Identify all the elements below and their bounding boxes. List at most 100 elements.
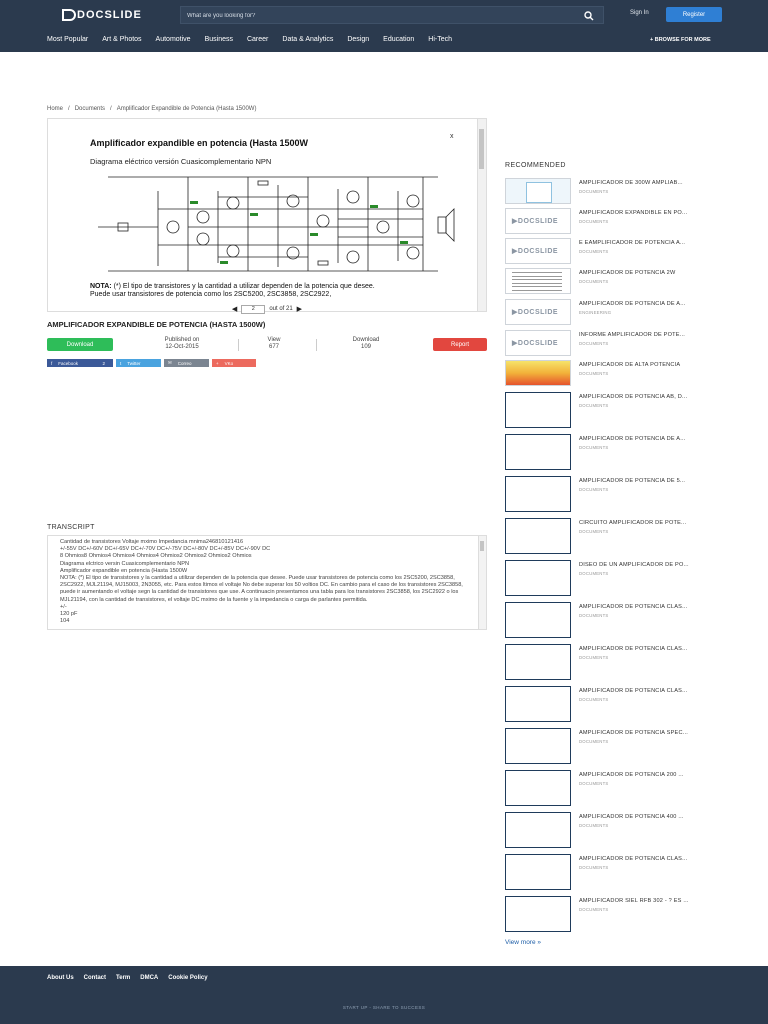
recommended-thumbnail[interactable] <box>505 268 571 294</box>
transcript-box[interactable]: Cantidad de transistores Voltaje mximo I… <box>47 535 487 630</box>
recommended-thumbnail[interactable] <box>505 392 571 428</box>
breadcrumb-home[interactable]: Home <box>47 106 64 112</box>
recommended-title[interactable]: DISEO DE UN AMPLIFICADOR DE PO... <box>579 562 689 568</box>
footer-link-about[interactable]: About Us <box>47 975 74 981</box>
report-button[interactable]: Report <box>433 338 487 351</box>
recommended-thumbnail[interactable] <box>505 518 571 554</box>
nav-item-hi-tech[interactable]: Hi-Tech <box>428 36 453 43</box>
recommended-thumbnail[interactable]: ▶DOCSLIDE <box>505 330 571 356</box>
recommended-title[interactable]: AMPLIFICADOR EXPANDIBLE EN PO... <box>579 210 688 216</box>
recommended-title[interactable]: AMPLIFICADOR DE POTENCIA DE 5... <box>579 478 686 484</box>
search-input[interactable] <box>185 9 579 23</box>
transcript-scrollbar[interactable] <box>478 536 486 629</box>
transcript-scroll-thumb[interactable] <box>480 541 484 551</box>
recommended-thumbnail[interactable] <box>505 602 571 638</box>
transcript-heading: TRANSCRIPT <box>47 524 95 531</box>
next-page-icon[interactable]: ▶ <box>296 306 303 313</box>
recommended-item[interactable]: ▶DOCSLIDE AMPLIFICADOR EXPANDIBLE EN PO..… <box>505 208 735 236</box>
document-viewer[interactable]: Amplificador expandible en potencia (Has… <box>47 118 487 312</box>
nav-item-art-photos[interactable]: Art & Photos <box>102 36 142 43</box>
recommended-title[interactable]: AMPLIFICADOR DE POTENCIA 200 ... <box>579 772 684 778</box>
recommended-thumbnail[interactable] <box>505 434 571 470</box>
recommended-item[interactable]: ▶DOCSLIDE INFORME AMPLIFICADOR DE POTE...… <box>505 330 735 358</box>
recommended-title[interactable]: AMPLIFICADOR DE POTENCIA 2W <box>579 270 676 276</box>
recommended-thumbnail[interactable] <box>505 812 571 848</box>
recommended-item[interactable]: AMPLIFICADOR DE POTENCIA DE 5...DOCUMENT… <box>505 476 735 512</box>
recommended-title[interactable]: AMPLIFICADOR DE POTENCIA CLAS... <box>579 856 688 862</box>
browse-more-link[interactable]: + BROWSE FOR MORE <box>650 37 711 43</box>
breadcrumb-documents[interactable]: Documents <box>74 106 106 112</box>
recommended-title[interactable]: AMPLIFICADOR DE 300W AMPLIAB... <box>579 180 683 186</box>
share-email-button[interactable]: ✉Correo <box>164 359 209 367</box>
recommended-title[interactable]: CIRCUITO AMPLIFICADOR DE POTE... <box>579 520 687 526</box>
register-button[interactable]: Register <box>666 7 722 22</box>
recommended-item[interactable]: AMPLIFICADOR DE POTENCIA CLAS...DOCUMENT… <box>505 644 735 680</box>
recommended-thumbnail[interactable] <box>505 178 571 204</box>
recommended-thumbnail[interactable]: ▶DOCSLIDE <box>505 208 571 234</box>
recommended-thumbnail[interactable] <box>505 560 571 596</box>
nav-item-design[interactable]: Design <box>347 36 370 43</box>
nav-item-automotive[interactable]: Automotive <box>155 36 191 43</box>
doc-close-mark: x <box>450 133 454 140</box>
recommended-title[interactable]: INFORME AMPLIFICADOR DE POTE... <box>579 332 685 338</box>
recommended-title[interactable]: E EAMPLIFICADOR DE POTENCIA A... <box>579 240 686 246</box>
footer-link-dmca[interactable]: DMCA <box>140 975 159 981</box>
recommended-thumbnail[interactable] <box>505 896 571 932</box>
recommended-title[interactable]: AMPLIFICADOR DE POTENCIA CLAS... <box>579 646 688 652</box>
signin-link[interactable]: Sign In <box>630 10 649 16</box>
recommended-thumbnail[interactable] <box>505 854 571 890</box>
nav-item-data-analytics[interactable]: Data & Analytics <box>282 36 334 43</box>
recommended-thumbnail[interactable] <box>505 686 571 722</box>
recommended-item[interactable]: AMPLIFICADOR DE POTENCIA 200 ...DOCUMENT… <box>505 770 735 806</box>
recommended-title[interactable]: AMPLIFICADOR DE POTENCIA DE A... <box>579 436 686 442</box>
nav-item-education[interactable]: Education <box>383 36 415 43</box>
recommended-title[interactable]: AMPLIFICADOR DE POTENCIA SPEC... <box>579 730 688 736</box>
recommended-item[interactable]: AMPLIFICADOR DE POTENCIA CLAS...DOCUMENT… <box>505 854 735 890</box>
recommended-item[interactable]: ▶DOCSLIDE AMPLIFICADOR DE POTENCIA DE A..… <box>505 299 735 327</box>
recommended-title[interactable]: AMPLIFICADOR DE ALTA POTENCIA <box>579 362 681 368</box>
page-number-input[interactable]: 2 <box>241 304 266 314</box>
recommended-thumbnail[interactable]: ▶DOCSLIDE <box>505 299 571 325</box>
recommended-item[interactable]: AMPLIFICADOR DE POTENCIA 400 ...DOCUMENT… <box>505 812 735 848</box>
recommended-item[interactable]: AMPLIFICADOR DE POTENCIA AB, D...DOCUMEN… <box>505 392 735 428</box>
footer-link-cookie-policy[interactable]: Cookie Policy <box>168 975 208 981</box>
footer-link-term[interactable]: Term <box>116 975 131 981</box>
recommended-thumbnail[interactable] <box>505 770 571 806</box>
viewer-scroll-thumb[interactable] <box>479 129 484 169</box>
nav-item-business[interactable]: Business <box>204 36 233 43</box>
recommended-thumbnail[interactable] <box>505 728 571 764</box>
recommended-title[interactable]: AMPLIFICADOR SIEL RFB 302 - ? ES ... <box>579 898 689 904</box>
recommended-item[interactable]: AMPLIFICADOR DE 300W AMPLIAB...DOCUMENTS <box>505 178 735 206</box>
recommended-thumbnail[interactable]: ▶DOCSLIDE <box>505 238 571 264</box>
nav-item-most-popular[interactable]: Most Popular <box>47 36 89 43</box>
recommended-thumbnail[interactable] <box>505 644 571 680</box>
recommended-title[interactable]: AMPLIFICADOR DE POTENCIA AB, D... <box>579 394 688 400</box>
recommended-title[interactable]: AMPLIFICADOR DE POTENCIA 400 ... <box>579 814 684 820</box>
footer-link-contact[interactable]: Contact <box>83 975 107 981</box>
recommended-item[interactable]: AMPLIFICADOR DE POTENCIA CLAS...DOCUMENT… <box>505 602 735 638</box>
viewer-scrollbar[interactable] <box>477 119 486 311</box>
recommended-item[interactable]: DISEO DE UN AMPLIFICADOR DE PO...DOCUMEN… <box>505 560 735 596</box>
recommended-title[interactable]: AMPLIFICADOR DE POTENCIA DE A... <box>579 301 686 307</box>
recommended-item[interactable]: AMPLIFICADOR DE POTENCIA DE A...DOCUMENT… <box>505 434 735 470</box>
recommended-item[interactable]: AMPLIFICADOR SIEL RFB 302 - ? ES ...DOCU… <box>505 896 735 932</box>
recommended-thumbnail[interactable] <box>505 476 571 512</box>
download-button[interactable]: Download <box>47 338 113 351</box>
recommended-title[interactable]: AMPLIFICADOR DE POTENCIA CLAS... <box>579 688 688 694</box>
prev-page-icon[interactable]: ◀ <box>231 306 238 313</box>
share-vk-button[interactable]: +VKo <box>212 359 256 367</box>
recommended-item[interactable]: ▶DOCSLIDE E EAMPLIFICADOR DE POTENCIA A..… <box>505 238 735 266</box>
view-more-link[interactable]: View more » <box>505 939 542 946</box>
site-logo[interactable]: DOCSLIDE <box>62 6 142 24</box>
search-icon[interactable] <box>583 10 595 22</box>
recommended-title[interactable]: AMPLIFICADOR DE POTENCIA CLAS... <box>579 604 688 610</box>
nav-item-career[interactable]: Career <box>246 36 269 43</box>
recommended-item[interactable]: AMPLIFICADOR DE POTENCIA CLAS...DOCUMENT… <box>505 686 735 722</box>
recommended-item[interactable]: CIRCUITO AMPLIFICADOR DE POTE...DOCUMENT… <box>505 518 735 554</box>
recommended-item[interactable]: AMPLIFICADOR DE POTENCIA SPEC...DOCUMENT… <box>505 728 735 764</box>
recommended-thumbnail[interactable] <box>505 360 571 386</box>
